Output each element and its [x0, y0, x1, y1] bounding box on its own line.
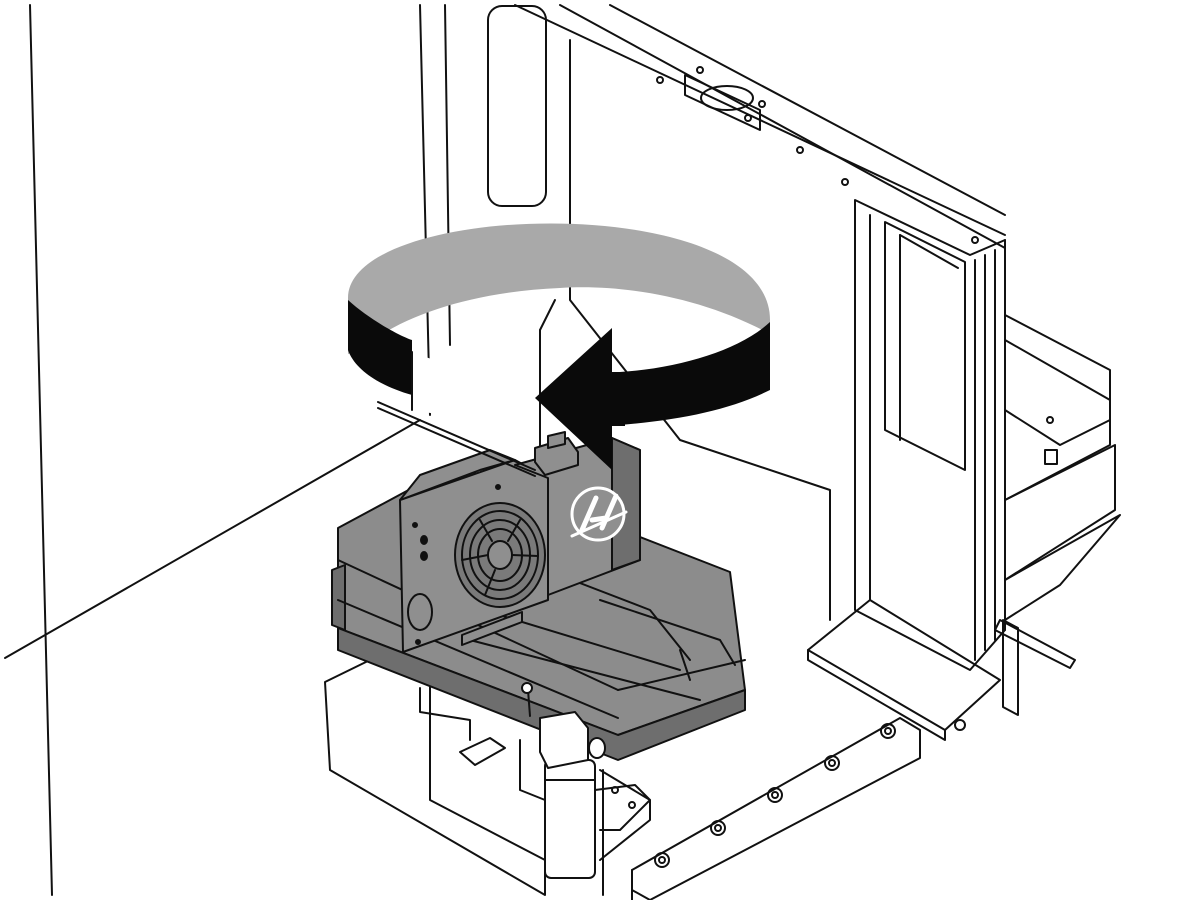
- haas-logo-icon: [570, 486, 628, 542]
- top-bracket-hole: [700, 85, 754, 111]
- enclosure-walls: [4, 4, 547, 896]
- door-window: [487, 5, 547, 207]
- door-bracket: [994, 619, 1076, 669]
- right-cabinet: [1004, 314, 1121, 621]
- door-frame: [854, 199, 1076, 716]
- air-cylinder: [521, 682, 651, 879]
- fan-grille: [454, 502, 546, 608]
- top-bracket: [684, 74, 761, 131]
- rotary-table-unit: [399, 431, 641, 653]
- chip-tray: [631, 599, 1001, 900]
- rotate-counterclockwise-arrow-icon: [348, 223, 770, 477]
- spindle-column: [514, 4, 1006, 621]
- front-rail: [631, 717, 921, 900]
